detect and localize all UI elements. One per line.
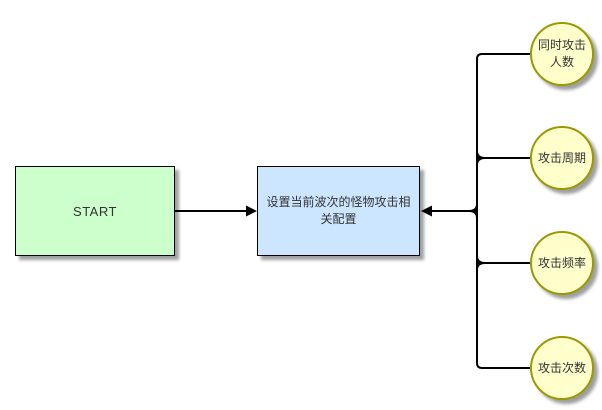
- connector-lines: [175, 53, 530, 369]
- node-leaf-label: 攻击频率: [537, 255, 586, 270]
- node-start-label: START: [73, 203, 117, 219]
- arrowhead-config-left-icon: [246, 205, 257, 217]
- edge-trunk-bracket: [476, 53, 530, 369]
- junction-fillet-middle-top: [468, 203, 478, 212]
- node-leaf-attack-frequency[interactable]: 攻击频率: [530, 231, 594, 295]
- node-leaf-label: 同时攻击人数: [537, 38, 586, 69]
- node-leaf-simultaneous-attackers[interactable]: 同时攻击人数: [530, 22, 594, 86]
- junction-fillet-branch2: [476, 255, 486, 271]
- node-leaf-label: 攻击次数: [537, 360, 586, 375]
- arrowhead-config-right-icon: [421, 205, 432, 217]
- junction-fillet-branch1: [476, 150, 486, 166]
- junction-fillet-middle-bottom: [468, 210, 478, 219]
- node-config-label: 设置当前波次的怪物攻击相关配置: [266, 195, 411, 226]
- node-leaf-attack-cycle[interactable]: 攻击周期: [530, 126, 594, 190]
- node-config[interactable]: 设置当前波次的怪物攻击相关配置: [257, 166, 420, 256]
- node-leaf-attack-count[interactable]: 攻击次数: [530, 336, 594, 400]
- node-start[interactable]: START: [15, 166, 175, 256]
- node-leaf-label: 攻击周期: [537, 150, 586, 165]
